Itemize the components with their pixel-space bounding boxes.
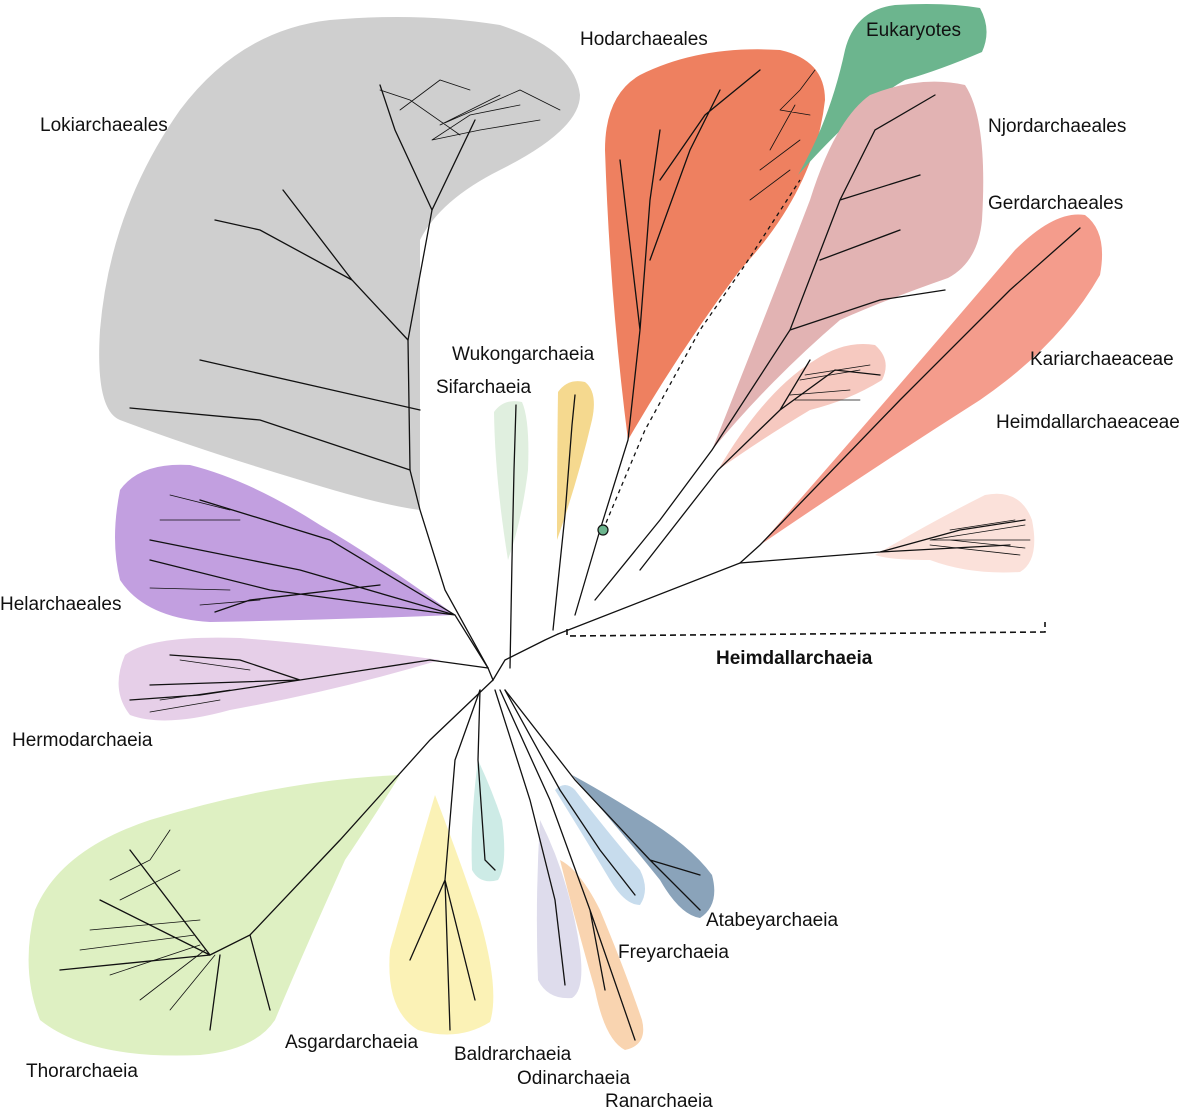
region-hodarchaeales [605,49,825,441]
label-hodarchaeales: Hodarchaeales [580,29,708,50]
label-thorarchaeia: Thorarchaeia [26,1061,138,1082]
branch-wukongarchaeia [552,394,576,631]
region-asgardarchaeia [389,795,494,1035]
label-eukaryotes: Eukaryotes [866,20,961,41]
branch-ranarchaeia-stem [499,689,636,1041]
label-sifarchaeia: Sifarchaeia [436,377,531,398]
label-gerdarchaeales: Gerdarchaeales [988,193,1123,214]
label-helarchaeales: Helarchaeales [0,594,121,615]
label-freyarchaeia: Freyarchaeia [618,942,729,963]
branch-atabeyarchaeia-stem [504,689,701,911]
region-odinarchaeia [536,820,582,999]
label-heimdallarchaeaceae: Heimdallarchaeaceae [996,412,1180,433]
heimdallarchaeia-bracket [566,622,1046,637]
branch-core [487,633,559,682]
label-odinarchaeia: Odinarchaeia [517,1068,630,1089]
label-hermodarchaeia: Hermodarchaeia [12,730,153,751]
branch-hodarchaeales-stem [574,69,761,616]
region-sifarchaeia [494,401,529,560]
region-kariarchaeaceae [760,214,1103,545]
label-asgardarchaeia: Asgardarchaeia [285,1032,419,1053]
region-freyarchaeia [555,785,645,905]
label-heimdallarchaeia: Heimdallarchaeia [716,648,873,669]
branch-kariarchaeaceae-stem [739,227,1081,564]
branch-heimdallarchaeaceae-stem [557,519,1026,635]
region-njordarchaeales [712,81,984,451]
eukaryote-branch-node [597,524,609,536]
label-lokiarchaeales: Lokiarchaeales [40,115,168,136]
tree-branches [59,69,1081,1041]
region-helarchaeales [115,464,455,622]
label-njordarchaeales: Njordarchaeales [988,116,1126,137]
region-gerdarchaeales [718,344,886,470]
clade-labels: Lokiarchaeales Hodarchaeales Eukaryotes … [0,20,1180,1111]
branch-njordarchaeales-stem [594,94,946,601]
region-wukongarchaeia [557,381,594,540]
branch-odinarchaeia-stem [494,689,566,986]
eukaryote-link-dashed [602,179,801,531]
branch-thorarchaeia-stem [59,679,494,1031]
tip-twigs-dense [79,69,1031,1011]
region-heimdallarchaeaceae [875,493,1035,573]
branch-baldrarchaeia-stem [477,689,496,871]
branch-lokiarchaeales-inner [129,84,433,471]
label-atabeyarchaeia: Atabeyarchaeia [706,910,838,931]
region-eukaryotes [798,4,987,175]
label-wukongarchaeia: Wukongarchaeia [452,344,595,365]
label-baldrarchaeia: Baldrarchaeia [454,1044,572,1065]
region-hermodarchaeia [118,637,441,721]
label-ranarchaeia: Ranarchaeia [605,1091,713,1111]
label-kariarchaeaceae: Kariarchaeaceae [1030,349,1174,370]
clade-regions [28,4,1103,1056]
branch-freyarchaeia-stem [504,689,636,896]
branch-asgardarchaeia-stem [409,689,481,1031]
region-thorarchaeia [28,775,400,1056]
region-atabeyarchaeia [572,775,715,918]
branch-hermodarchaeia-stem [129,654,489,701]
branch-helarchaeales-stem [149,499,489,669]
branch-sifarchaeia [509,404,517,669]
